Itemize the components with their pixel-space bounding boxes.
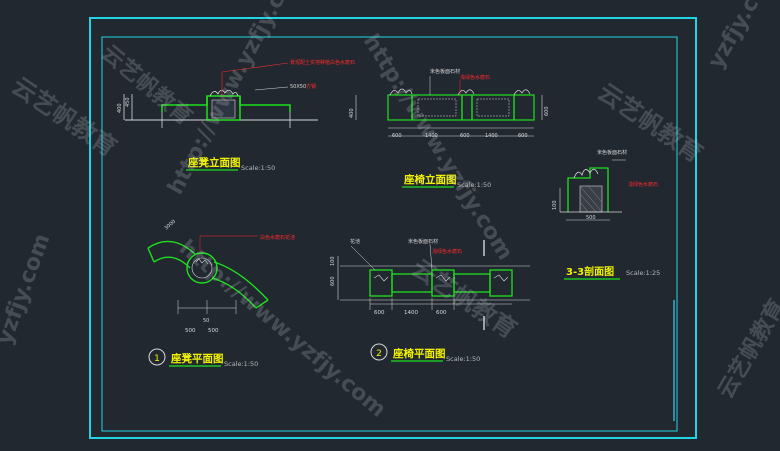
section-3-3-drawing: [559, 159, 626, 221]
bench-plan-title: 座凳平面图: [170, 352, 224, 365]
chair-plan-dim-side-1: 600: [330, 276, 336, 286]
chair-elevation-dim-2: 1400: [425, 133, 438, 139]
chair-elevation-dim-5: 600: [518, 133, 528, 139]
chair-plan-dim-2: 1400: [404, 310, 418, 316]
section-3-3-scale: Scale:1:25: [626, 269, 660, 277]
bench-elevation-dim-1: 400: [117, 103, 123, 113]
bench-elevation-drawing: [123, 62, 318, 128]
section-3-3-note-top: 米色板面石材: [597, 149, 627, 156]
section-3-3-title: 3-3剖面图: [566, 265, 614, 278]
watermark-domain-2: yzfjy.com: [704, 0, 780, 73]
chair-elevation-title: 座椅立面图: [403, 173, 457, 186]
chair-elevation-dim-1: 600: [392, 133, 402, 139]
bench-plan-drawing: [147, 235, 269, 314]
outer-frame: [89, 17, 697, 439]
watermark-brand-4: 云艺帆教育: [96, 40, 197, 131]
watermark-url-2: http://www.yzfjy.com: [358, 30, 518, 265]
watermark-url-3: http://www.yzfjy.com: [174, 235, 390, 422]
chair-plan-note-top: 米色板面石材: [408, 238, 438, 245]
bench-elevation-note-size: 50X50: [290, 84, 306, 90]
bench-elevation-note-top: 景观配土实地种植白色水磨石: [290, 59, 355, 66]
bench-plan-dim-3: 50: [203, 318, 209, 324]
chair-elevation-scale: Scale:1:50: [457, 181, 491, 189]
chair-elevation-dim-7: 600: [544, 106, 550, 116]
bench-plan-dim-slanted: 3000: [163, 219, 177, 232]
watermark-domain-1: yzfjy.com: [0, 230, 55, 348]
chair-elevation-note-top: 米色板面石材: [430, 68, 460, 75]
chair-plan-dim-3: 600: [436, 310, 447, 316]
section-3-3-note-red: 浅绿色水磨石: [628, 181, 658, 188]
chair-elevation-drawing: [355, 76, 543, 137]
bench-plan-number: 1: [154, 354, 160, 364]
watermark-brand-5: 云艺帆教育: [713, 295, 780, 403]
chair-elevation-dim-4: 1400: [485, 133, 498, 139]
bench-elevation-title: 座凳立面图: [187, 156, 241, 169]
chair-plan-dim-1: 600: [374, 310, 385, 316]
chair-elevation-dim-3: 600: [460, 133, 470, 139]
bench-elevation-dim-2: 450: [125, 97, 131, 107]
section-3-3-dim-1: 100: [552, 200, 558, 210]
chair-plan-dim-side-2: 100: [330, 256, 336, 266]
bench-plan-dim-2: 500: [208, 328, 219, 334]
bench-elevation-scale: Scale:1:50: [241, 164, 275, 172]
bench-plan-scale: Scale:1:50: [224, 360, 258, 368]
chair-plan-scale: Scale:1:50: [446, 355, 480, 363]
chair-plan-note-red: 浅绿色水磨石: [432, 248, 462, 255]
chair-plan-title: 座椅平面图: [392, 347, 446, 360]
bench-plan-dim-1: 500: [185, 328, 196, 334]
watermark-brand-3: 云艺帆教育: [407, 254, 522, 344]
bench-plan-note: 白色水磨石花池: [260, 234, 295, 241]
watermark-brand-1: 云艺帆教育: [7, 72, 122, 162]
chair-plan-number-circle: [370, 343, 388, 361]
chair-elevation-dim-6: 400: [349, 108, 355, 118]
inner-frame: [101, 36, 678, 432]
chair-plan-note-left: 花池: [350, 238, 360, 245]
chair-plan-number: 2: [376, 349, 382, 359]
chair-plan-drawing: [337, 240, 530, 330]
bench-plan-number-circle: [148, 348, 166, 366]
chair-elevation-note-red: 浅绿色水磨石: [460, 74, 490, 81]
bench-elevation-note-side: 方钢: [306, 83, 316, 90]
section-3-3-dim-2: 500: [586, 215, 596, 221]
